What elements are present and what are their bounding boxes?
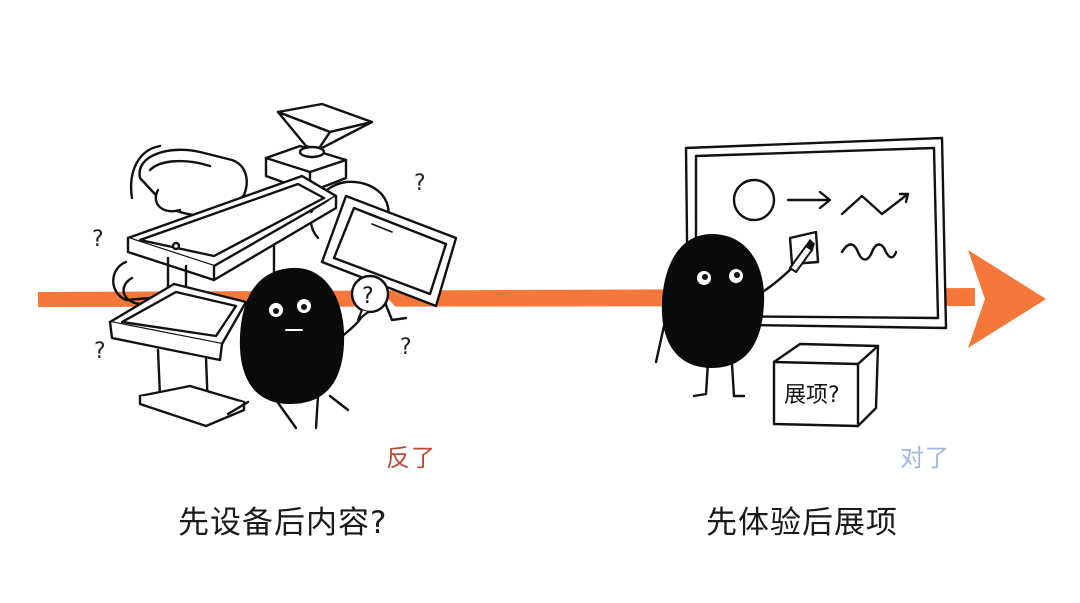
caption-left: 先设备后内容? <box>178 505 388 541</box>
box-label: 展项? <box>784 383 840 408</box>
verdict-right-label: 对了 <box>900 444 950 472</box>
arrow-drawing-icon <box>786 190 832 210</box>
marker-icon <box>788 238 815 274</box>
confused-blob-character <box>226 267 366 430</box>
exhibit-box: 展项? <box>772 342 880 428</box>
circle-drawing-icon <box>732 178 776 222</box>
svg-text:?: ? <box>94 339 106 364</box>
svg-text:?: ? <box>400 335 412 360</box>
svg-text:?: ? <box>92 227 104 252</box>
device-pile <box>108 102 458 428</box>
wave-drawing-icon <box>840 243 898 261</box>
question-bubble-icon: ? <box>350 274 390 322</box>
presenter-blob-character <box>654 234 815 398</box>
caption-right: 先体验后展项 <box>706 505 898 541</box>
floating-question-marks: ? ? ? ? <box>92 171 426 364</box>
verdict-wrong-label: 反了 <box>386 444 436 472</box>
zigzag-drawing-icon <box>840 192 910 216</box>
svg-text:?: ? <box>362 284 374 309</box>
monitor-icon <box>320 194 458 322</box>
hologram-projector-icon <box>264 102 374 194</box>
svg-text:?: ? <box>414 171 426 196</box>
kiosk-icon <box>108 282 248 428</box>
